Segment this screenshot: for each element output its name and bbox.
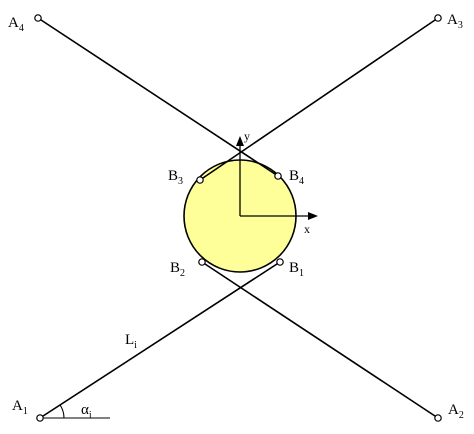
label-b4: B4 bbox=[289, 168, 304, 187]
joint-b3 bbox=[196, 176, 204, 184]
label-b2: B2 bbox=[170, 260, 185, 279]
label-angle: αi bbox=[81, 402, 92, 421]
joint-b1 bbox=[276, 258, 284, 266]
y-axis-arrowhead bbox=[236, 136, 244, 146]
label-a2: A2 bbox=[448, 402, 464, 421]
joint-b4 bbox=[274, 172, 282, 180]
leg-a2-b2 bbox=[201, 261, 439, 419]
joint-a3 bbox=[434, 14, 442, 22]
leg-a1-b1 bbox=[39, 261, 281, 419]
joint-a2 bbox=[434, 414, 442, 422]
joint-a4 bbox=[34, 14, 42, 22]
joint-b2 bbox=[198, 258, 206, 266]
label-y-axis: y bbox=[244, 129, 250, 143]
leg-a4-b4 bbox=[37, 17, 279, 177]
label-x-axis: x bbox=[304, 222, 310, 236]
joint-a1 bbox=[36, 414, 44, 422]
label-a3: A3 bbox=[447, 12, 463, 31]
angle-arc bbox=[59, 404, 65, 419]
label-b1: B1 bbox=[289, 260, 304, 279]
x-axis-arrowhead bbox=[308, 212, 318, 220]
label-a1: A1 bbox=[12, 398, 28, 417]
label-b3: B3 bbox=[168, 168, 183, 187]
label-leg: Li bbox=[125, 332, 137, 351]
label-a4: A4 bbox=[8, 15, 24, 34]
leg-a3-b3 bbox=[199, 17, 439, 181]
